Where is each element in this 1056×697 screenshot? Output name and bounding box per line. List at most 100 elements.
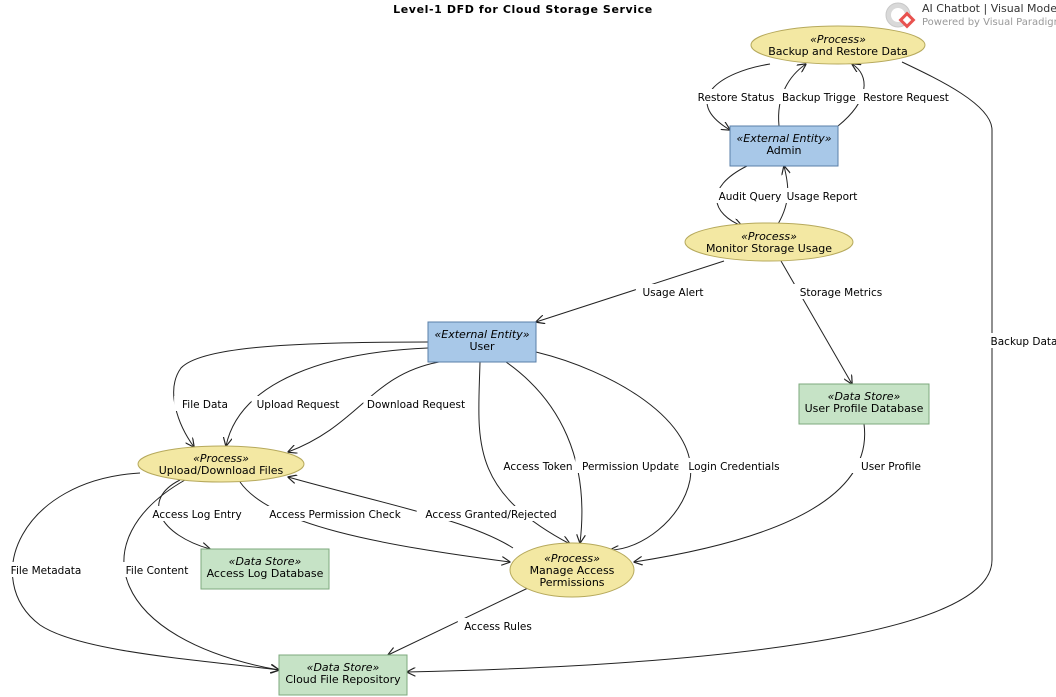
brand-badge[interactable]: AI Chatbot | Visual Modeling Powered by … xyxy=(884,1,1056,31)
flow-access-granted-rejected[interactable]: Access Granted/Rejected xyxy=(288,477,566,549)
entity-shape[interactable] xyxy=(427,321,537,363)
flow-backup-trigger[interactable]: Backup Trigger xyxy=(774,64,868,127)
node-label: Backup and Restore Data xyxy=(768,45,908,58)
store-shape[interactable] xyxy=(798,383,930,425)
process-updown[interactable]: «Process»Upload/Download Files xyxy=(137,445,305,483)
node-stereotype: «Process» xyxy=(741,230,797,243)
node-stereotype: «External Entity» xyxy=(434,328,529,341)
flow-restore-request[interactable]: Restore Request xyxy=(837,64,956,127)
flow-line-file-data[interactable] xyxy=(173,341,429,447)
process-backup[interactable]: «Process»Backup and Restore Data xyxy=(750,25,926,65)
entity-admin[interactable]: «External Entity»Admin xyxy=(729,125,839,167)
flow-label-bg xyxy=(791,284,891,299)
flow-access-token[interactable]: Access Token xyxy=(478,361,579,544)
visual-paradigm-logo-icon xyxy=(885,2,916,29)
flow-label-restore-request: Restore Request xyxy=(863,92,949,104)
flow-line-access-token[interactable] xyxy=(478,361,570,544)
flow-label-bg xyxy=(260,506,410,521)
flow-file-content[interactable]: File Content xyxy=(116,479,279,670)
flow-label-access-log-entry: Access Log Entry xyxy=(152,509,241,521)
process-shape[interactable] xyxy=(509,542,635,598)
node-label: User xyxy=(469,340,495,353)
node-stereotype: «Process» xyxy=(193,452,249,465)
flow-line-user-profile[interactable] xyxy=(634,423,866,562)
node-label: Upload/Download Files xyxy=(159,464,284,477)
flow-line-upload-request[interactable] xyxy=(226,347,429,446)
flow-label-upload-request: Upload Request xyxy=(257,399,340,411)
store-shape[interactable] xyxy=(278,654,408,696)
flow-label-file-data: File Data xyxy=(182,399,228,411)
node-label: Access Log Database xyxy=(207,567,324,580)
flow-label-bg xyxy=(144,506,250,521)
flow-label-bg xyxy=(116,562,198,577)
node-stereotype: «Process» xyxy=(810,33,866,46)
diagram-title: Level-1 DFD for Cloud Storage Service xyxy=(393,3,653,16)
flow-line-access-permission-check[interactable] xyxy=(239,481,510,562)
flow-line-restore-status[interactable] xyxy=(706,63,771,130)
flow-line-storage-metrics[interactable] xyxy=(780,260,852,384)
node-label: Permissions xyxy=(539,576,604,589)
flow-label-bg xyxy=(457,618,539,633)
flow-label-bg xyxy=(174,396,236,411)
process-monitor[interactable]: «Process»Monitor Storage Usage xyxy=(684,222,854,262)
node-label: User Profile Database xyxy=(805,402,924,415)
flow-label-backup-trigger: Backup Trigger xyxy=(782,92,861,104)
flow-label-bg xyxy=(774,89,868,104)
flow-access-permission-check[interactable]: Access Permission Check xyxy=(239,481,510,562)
flow-label-permission-update: Permission Update xyxy=(582,461,680,473)
brand-name: AI Chatbot | Visual Modeling xyxy=(922,2,1056,15)
flow-label-access-token: Access Token xyxy=(503,461,572,473)
flow-label-bg xyxy=(712,188,788,203)
node-stereotype: «Process» xyxy=(544,552,600,565)
flow-label-usage-alert: Usage Alert xyxy=(642,287,703,299)
flow-access-log-entry[interactable]: Access Log Entry xyxy=(144,479,250,549)
flow-line-file-metadata[interactable] xyxy=(12,472,279,670)
process-shape[interactable] xyxy=(137,445,305,483)
flow-label-bg xyxy=(497,458,579,473)
entity-shape[interactable] xyxy=(729,125,839,167)
flow-access-rules[interactable]: Access Rules xyxy=(388,587,539,655)
store-shape[interactable] xyxy=(200,548,330,590)
process-shape[interactable] xyxy=(750,25,926,65)
flow-label-bg xyxy=(986,333,1056,348)
flow-label-file-metadata: File Metadata xyxy=(11,565,82,577)
flow-storage-metrics[interactable]: Storage Metrics xyxy=(780,260,891,384)
store-repo[interactable]: «Data Store»Cloud File Repository xyxy=(278,654,408,696)
node-stereotype: «External Entity» xyxy=(736,132,831,145)
flow-file-metadata[interactable]: File Metadata xyxy=(2,472,279,670)
nodes-layer: «Process»Backup and Restore Data«Externa… xyxy=(137,25,930,696)
entity-user[interactable]: «External Entity»User xyxy=(427,321,537,363)
flow-label-bg xyxy=(689,89,783,104)
flow-usage-report[interactable]: Usage Report xyxy=(777,166,863,225)
flow-restore-status[interactable]: Restore Status xyxy=(689,63,783,130)
process-shape[interactable] xyxy=(684,222,854,262)
flow-user-profile[interactable]: User Profile xyxy=(634,423,932,562)
flow-label-bg xyxy=(251,396,345,411)
node-label: Monitor Storage Usage xyxy=(706,242,832,255)
flow-line-backup-data[interactable] xyxy=(407,61,993,672)
flow-label-bg xyxy=(781,188,863,203)
flow-label-audit-query: Audit Query xyxy=(719,191,782,203)
flow-usage-alert[interactable]: Usage Alert xyxy=(536,260,725,322)
flow-upload-request[interactable]: Upload Request xyxy=(226,347,429,446)
flow-login-credentials[interactable]: Login Credentials xyxy=(535,351,790,550)
flow-label-file-content: File Content xyxy=(126,565,189,577)
flow-line-permission-update[interactable] xyxy=(505,361,582,543)
flow-audit-query[interactable]: Audit Query xyxy=(712,165,788,226)
flow-backup-data[interactable]: Backup Data xyxy=(407,61,1056,672)
flow-download-request[interactable]: Download Request xyxy=(288,361,469,452)
flow-line-usage-alert[interactable] xyxy=(536,260,725,322)
flow-label-storage-metrics: Storage Metrics xyxy=(800,287,883,299)
flow-label-bg xyxy=(363,396,469,411)
flow-label-backup-data: Backup Data xyxy=(991,336,1056,348)
flow-permission-update[interactable]: Permission Update xyxy=(505,361,687,543)
flow-line-file-content[interactable] xyxy=(123,479,279,670)
store-profiledb[interactable]: «Data Store»User Profile Database xyxy=(798,383,930,425)
flow-label-user-profile: User Profile xyxy=(861,461,921,473)
flow-label-access-granted-rejected: Access Granted/Rejected xyxy=(425,509,556,521)
flow-file-data[interactable]: File Data xyxy=(173,341,429,447)
flow-label-bg xyxy=(678,458,790,473)
flow-line-backup-trigger[interactable] xyxy=(778,64,806,127)
store-logdb[interactable]: «Data Store»Access Log Database xyxy=(200,548,330,590)
